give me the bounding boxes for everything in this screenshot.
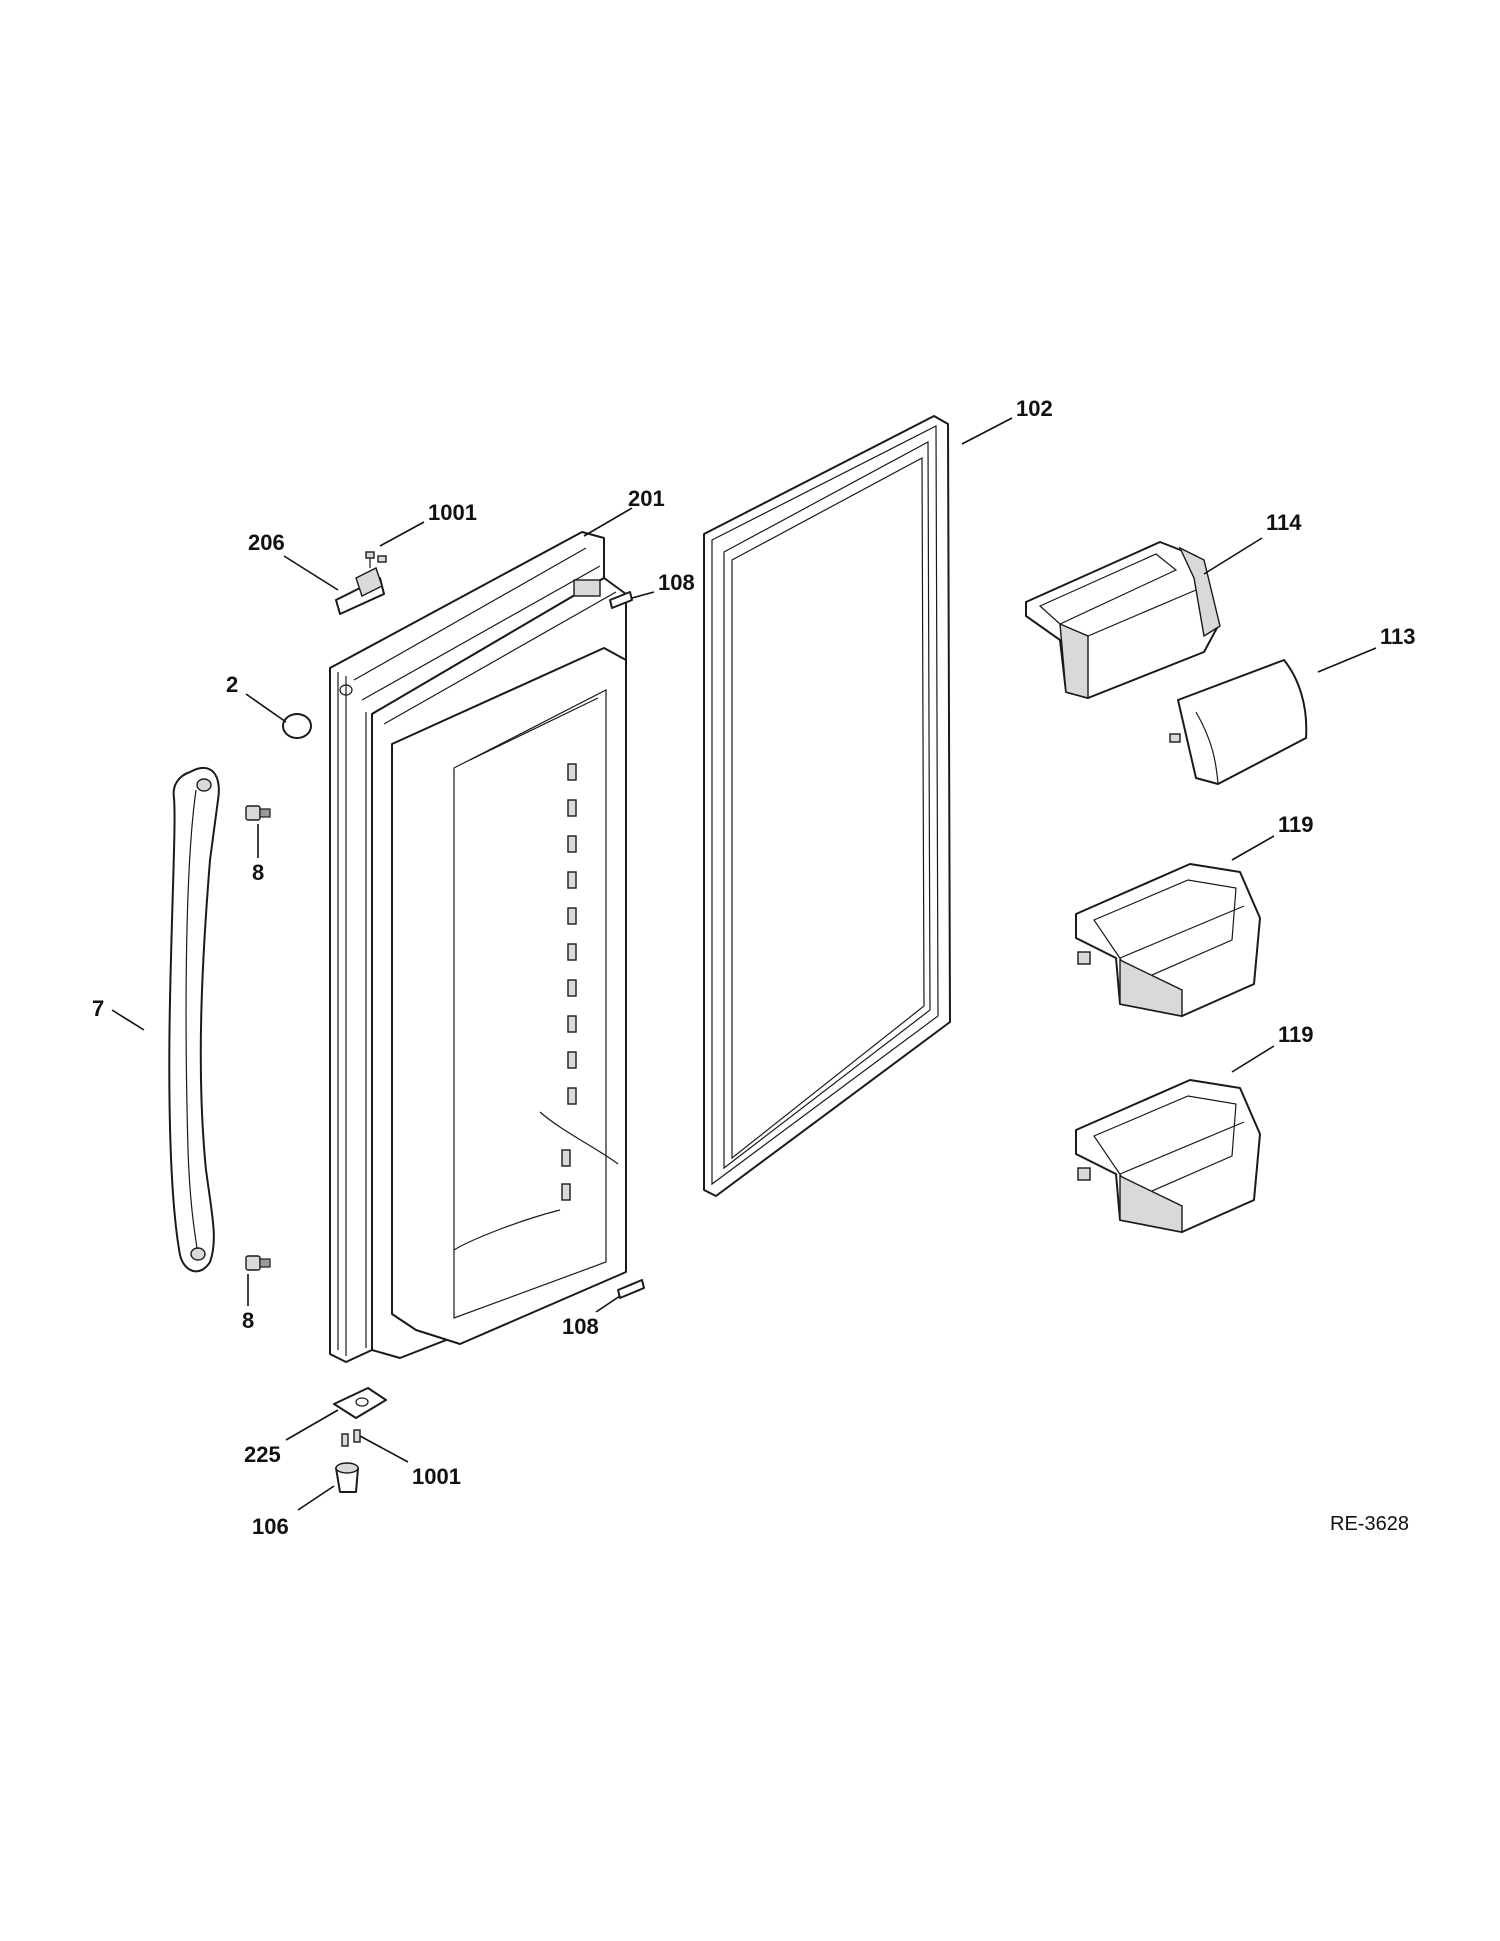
callout-113: 113 xyxy=(1380,624,1416,649)
callout-108-top: 108 xyxy=(658,570,695,595)
top-hinge-screw-part xyxy=(365,551,387,568)
door-bin-lower-part xyxy=(1075,1079,1261,1233)
plug-button-part xyxy=(282,713,312,739)
hinge-cover-part xyxy=(335,567,385,615)
door-stop-top-part xyxy=(609,591,633,609)
door-liner-part xyxy=(391,647,627,1345)
liner-slots xyxy=(561,763,577,1201)
callout-labels: 102 201 1001 206 108 114 113 2 8 7 119 1… xyxy=(92,396,1416,1539)
callout-108-bottom: 108 xyxy=(562,1314,599,1339)
dairy-cover-part xyxy=(1169,659,1308,785)
leader-lines xyxy=(111,417,1377,1511)
callout-8-bottom: 8 xyxy=(242,1308,254,1333)
callout-201: 201 xyxy=(628,486,665,511)
callout-1001-top: 1001 xyxy=(428,500,477,525)
upper-door-bin-part xyxy=(1025,541,1221,699)
handle-screw-bottom-part xyxy=(245,1255,271,1271)
callout-114: 114 xyxy=(1266,510,1302,535)
callout-225: 225 xyxy=(244,1442,281,1467)
bottom-hinge-screws-part xyxy=(341,1429,361,1447)
callout-8-top: 8 xyxy=(252,860,264,885)
callout-119-top: 119 xyxy=(1278,812,1314,837)
bottom-hinge-part xyxy=(333,1387,387,1419)
door-stop-bottom-part xyxy=(617,1279,645,1299)
callout-7: 7 xyxy=(92,996,104,1021)
door-handle-part xyxy=(168,766,220,1273)
handle-screw-top-part xyxy=(245,805,271,821)
callout-206: 206 xyxy=(248,530,285,555)
callout-1001-bottom: 1001 xyxy=(412,1464,461,1489)
callout-119-bottom: 119 xyxy=(1278,1022,1314,1047)
callout-2: 2 xyxy=(226,672,238,697)
callout-102: 102 xyxy=(1016,396,1053,421)
hinge-bushing-part xyxy=(335,1462,359,1493)
diagram-reference-code: RE-3628 xyxy=(1330,1513,1409,1535)
callout-106: 106 xyxy=(252,1514,289,1539)
door-bin-upper-part xyxy=(1075,863,1261,1017)
door-gasket-part xyxy=(703,415,951,1197)
